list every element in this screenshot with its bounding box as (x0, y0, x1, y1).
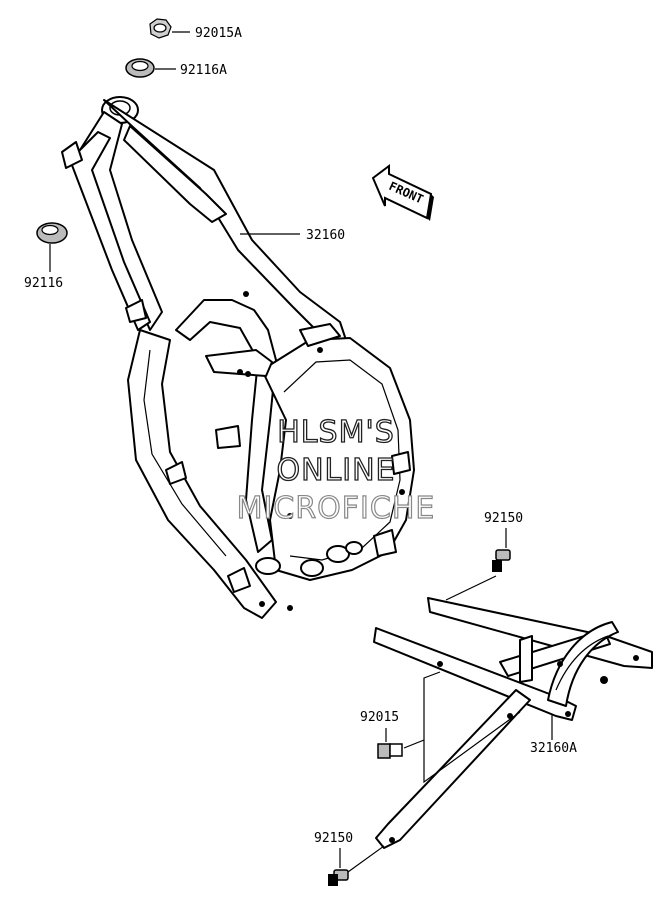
label-92015[interactable]: 92015 (360, 710, 399, 725)
label-92150-top[interactable]: 92150 (484, 511, 523, 526)
watermark: HLSM'S ONLINE MICROFICHE (236, 414, 436, 526)
label-92015a[interactable]: 92015A (195, 26, 242, 41)
leader-92015-to-hole-2 (423, 711, 521, 784)
bolt-92015-icon[interactable] (377, 743, 403, 759)
leader-92150-bottom-2 (347, 845, 385, 873)
bolt-92150-bottom-icon[interactable] (328, 869, 349, 886)
front-direction-arrow-icon: FRONT (371, 164, 434, 221)
seal-92116a-icon[interactable] (125, 58, 155, 78)
label-32160a[interactable]: 32160A (530, 741, 577, 756)
watermark-line-2: ONLINE (276, 453, 395, 488)
watermark-line-3: MICROFICHE (237, 491, 436, 526)
seal-92116-icon[interactable] (36, 222, 68, 244)
nut-92015a-icon[interactable] (149, 18, 172, 39)
label-92116a[interactable]: 92116A (180, 63, 227, 78)
subframe-32160a[interactable] (373, 597, 653, 849)
label-32160[interactable]: 32160 (306, 228, 345, 243)
watermark-line-1: HLSM'S (277, 415, 395, 450)
label-92150-bottom[interactable]: 92150 (314, 831, 353, 846)
main-frame-32160[interactable] (61, 96, 415, 619)
bolt-92150-top-icon[interactable] (492, 549, 511, 572)
label-92116[interactable]: 92116 (24, 276, 63, 291)
leader-92015-to-hole-1 (403, 671, 441, 749)
leader-92150-top-2 (445, 575, 497, 601)
